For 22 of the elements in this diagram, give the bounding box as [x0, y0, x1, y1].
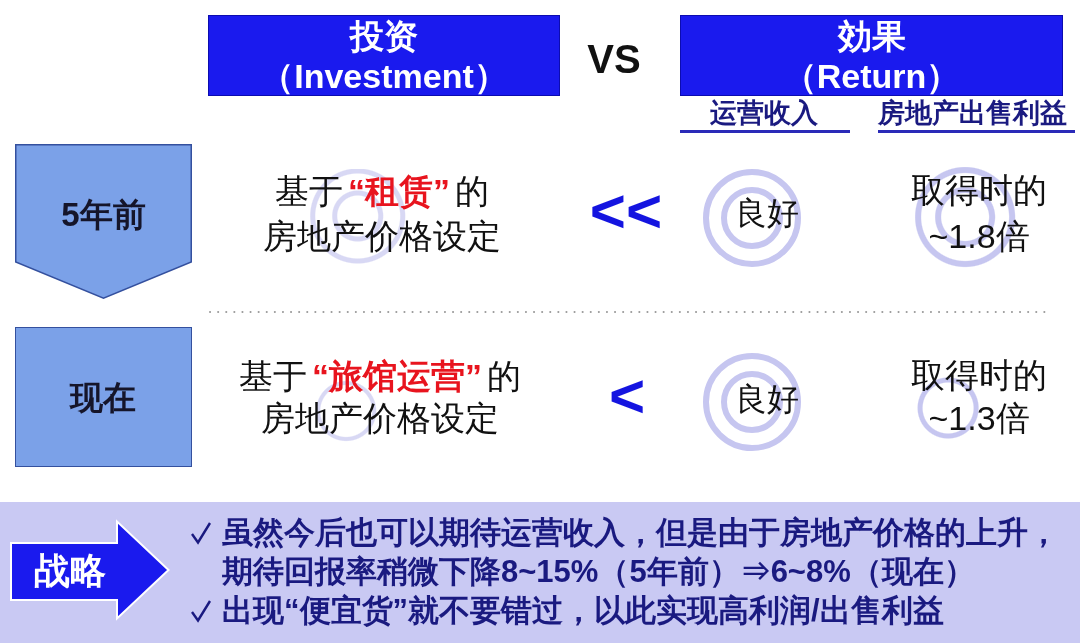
bullet-text: 虽然今后也可以期待运营收入，但是由于房地产价格的上升，期待回报率稍微下降8~15%（5年前）⇒6~8%（现在） [222, 514, 1060, 591]
comparison-sign: < [608, 360, 646, 432]
arrow-text: 战略 [34, 549, 106, 593]
strategy-band [0, 502, 1080, 643]
vs-text: VS [587, 36, 641, 83]
subtitle-text: （Return） [782, 55, 961, 96]
bullet-text: 出现“便宜货”就不要错过，以此实现高利润/出售利益 [222, 592, 945, 630]
heading-text: 効果 [837, 15, 906, 56]
column-heading: 房地产出售利益 [877, 97, 1067, 129]
block-arrow [10, 520, 170, 620]
rating-text: 良好 [735, 380, 799, 418]
period-text: 5年前 [61, 195, 146, 235]
period-box [15, 327, 192, 467]
rating-text: 良好 [735, 194, 799, 232]
comparison-sign: << [589, 175, 663, 247]
column-header-box [208, 15, 560, 96]
subtitle-text: （Investment） [260, 55, 508, 96]
heading-text: 投资 [350, 15, 418, 56]
period-text: 现在 [70, 377, 136, 418]
period-arrow-shape [15, 144, 192, 299]
column-header-box [680, 15, 1063, 96]
column-heading: 运营收入 [710, 97, 818, 129]
